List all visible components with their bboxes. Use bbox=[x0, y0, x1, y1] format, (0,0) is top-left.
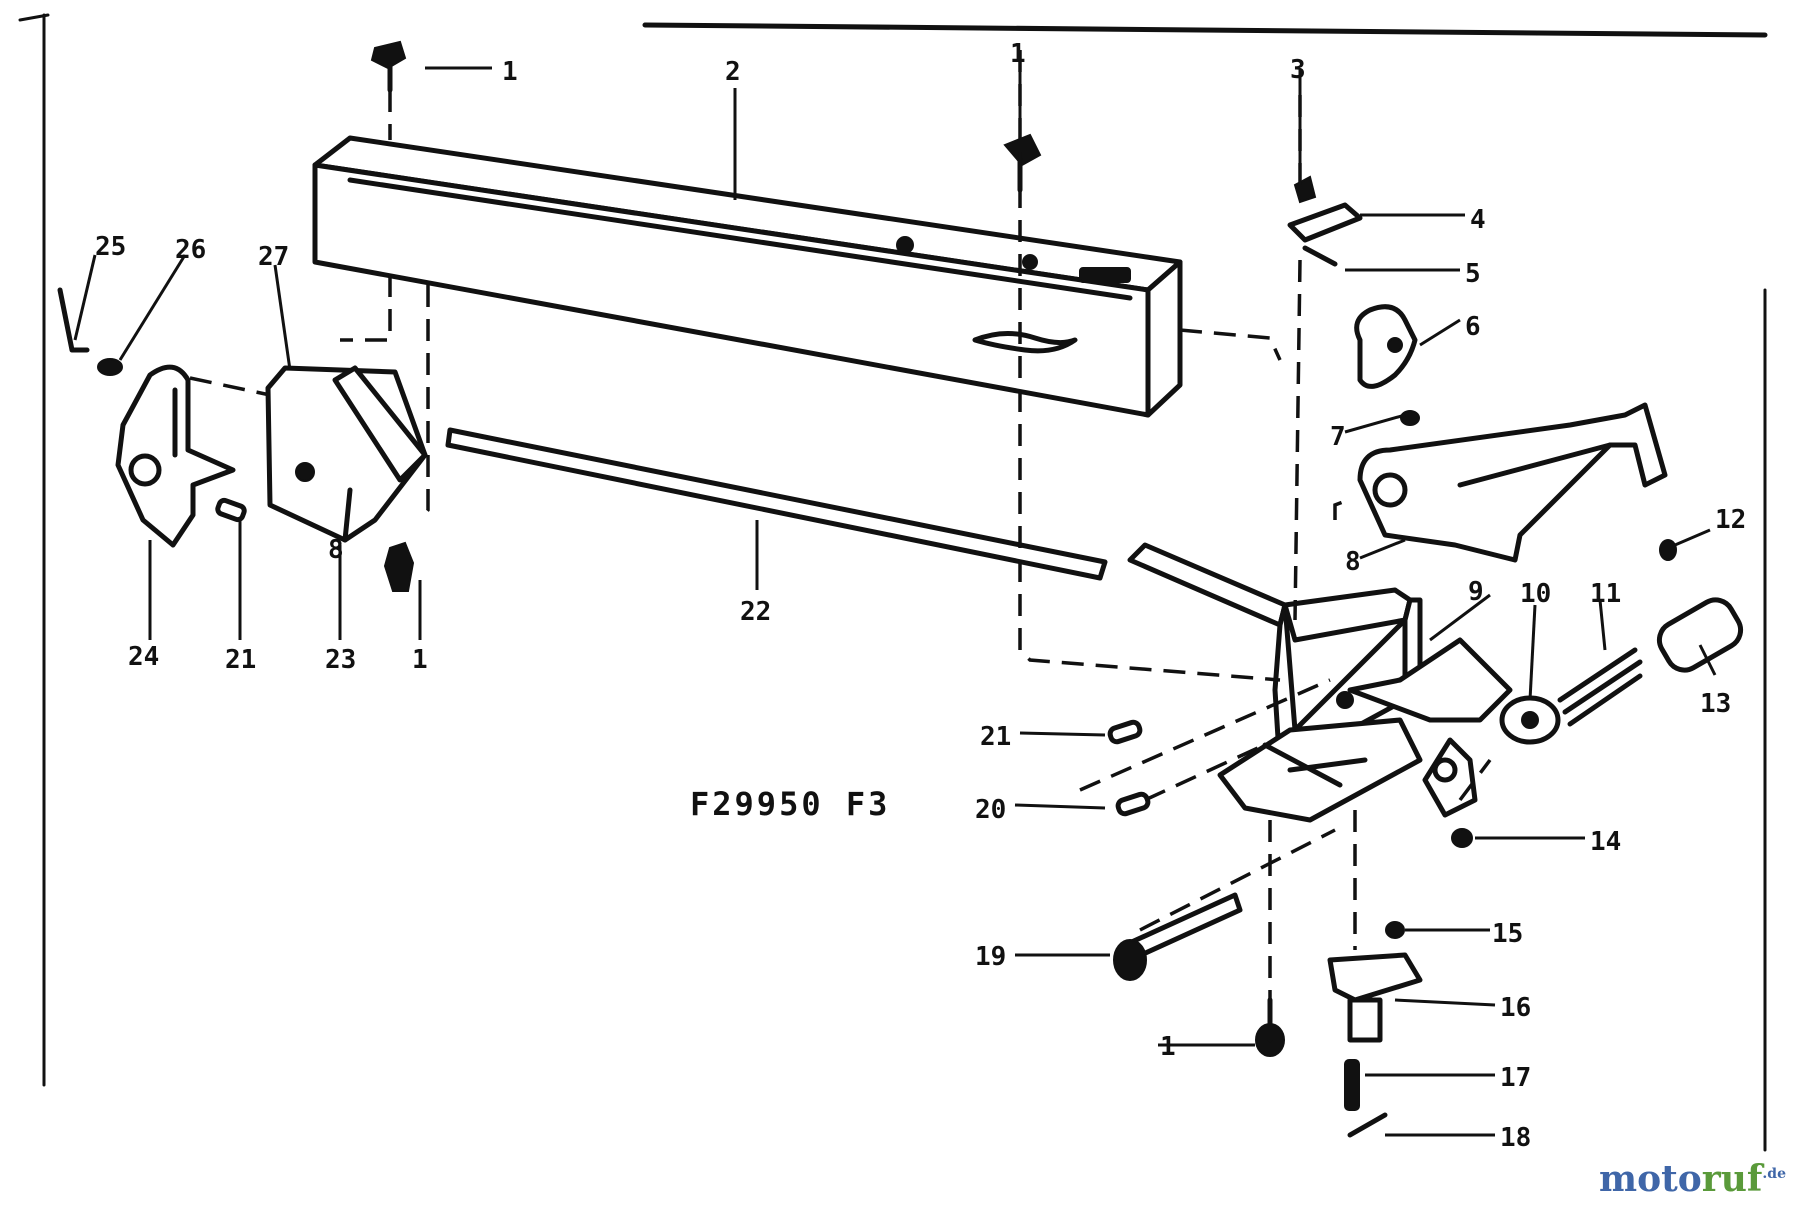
callout-19: 19 bbox=[975, 942, 1006, 972]
watermark-brand-a: moto bbox=[1599, 1158, 1702, 1200]
leader-lines bbox=[73, 66, 1717, 1137]
callout-1-top-center: 1 bbox=[1010, 39, 1026, 69]
callout-1-rear-bottom: 1 bbox=[412, 645, 428, 675]
watermark-brand-b: ruf bbox=[1701, 1158, 1763, 1200]
callout-27: 27 bbox=[258, 242, 289, 272]
callout-25: 25 bbox=[95, 232, 126, 262]
callout-10: 10 bbox=[1520, 579, 1551, 609]
callout-5: 5 bbox=[1465, 259, 1481, 289]
callout-11: 11 bbox=[1590, 579, 1621, 609]
front-guide-body bbox=[1127, 542, 1513, 823]
callout-15: 15 bbox=[1492, 919, 1523, 949]
callout-8-rear: 8 bbox=[328, 535, 344, 565]
callout-9: 9 bbox=[1468, 577, 1484, 607]
callout-24: 24 bbox=[128, 642, 159, 672]
callout-1-bottom: 1 bbox=[1160, 1032, 1176, 1062]
watermark-tld: .de bbox=[1762, 1166, 1786, 1182]
callout-6: 6 bbox=[1465, 312, 1481, 342]
callout-13: 13 bbox=[1700, 689, 1731, 719]
callout-22: 22 bbox=[740, 597, 771, 627]
fence-rail bbox=[312, 135, 1183, 418]
callout-18: 18 bbox=[1500, 1123, 1531, 1153]
rear-clamp-block bbox=[265, 365, 428, 543]
clamp-plate bbox=[115, 364, 236, 548]
pins bbox=[1107, 719, 1151, 817]
callout-21-front: 21 bbox=[980, 722, 1011, 752]
watermark-logo: motoruf.de bbox=[1599, 1161, 1786, 1197]
screws bbox=[370, 40, 1317, 592]
callout-12: 12 bbox=[1715, 505, 1746, 535]
callout-3: 3 bbox=[1290, 55, 1306, 85]
drawing-code: F29950 F3 bbox=[690, 785, 890, 823]
small-parts-left bbox=[57, 287, 247, 523]
callout-numbers: 1 2 1 3 4 5 6 7 8 9 10 11 12 13 14 15 16… bbox=[95, 39, 1746, 1153]
callout-21-rear: 21 bbox=[225, 645, 256, 675]
cam-spring-assembly bbox=[1499, 539, 1744, 745]
callout-14: 14 bbox=[1590, 827, 1621, 857]
frame-lines bbox=[18, 13, 1768, 1152]
callout-20: 20 bbox=[975, 795, 1006, 825]
callout-2-rail: 2 bbox=[725, 57, 741, 87]
assembly-lines bbox=[189, 50, 1492, 1000]
callout-17: 17 bbox=[1500, 1063, 1531, 1093]
lever-assembly bbox=[1287, 202, 1668, 563]
lower-fasteners bbox=[1113, 828, 1473, 1138]
callout-8: 8 bbox=[1345, 547, 1361, 577]
callout-7: 7 bbox=[1330, 422, 1346, 452]
callout-26: 26 bbox=[175, 235, 206, 265]
callout-4: 4 bbox=[1470, 205, 1486, 235]
callout-23: 23 bbox=[325, 645, 356, 675]
callout-1-top-left: 1 bbox=[502, 57, 518, 87]
callout-16: 16 bbox=[1500, 993, 1531, 1023]
rod bbox=[445, 427, 1108, 581]
